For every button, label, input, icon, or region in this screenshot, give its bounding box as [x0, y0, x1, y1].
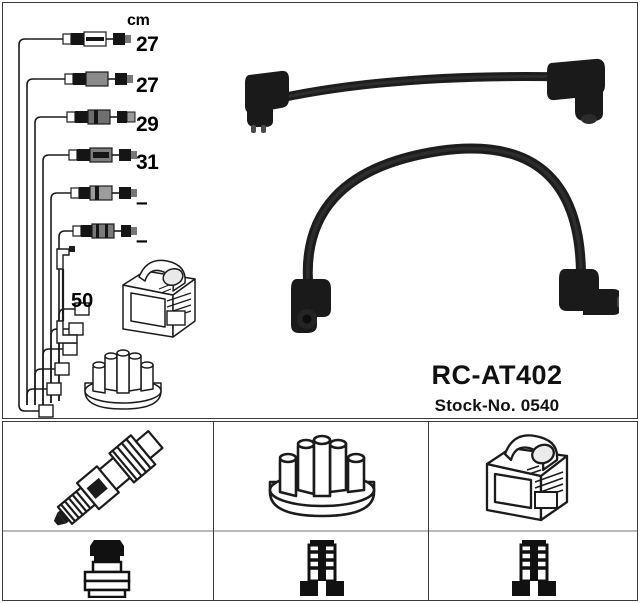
ignition-cable-photo-arched — [291, 143, 619, 333]
cell-divider — [214, 530, 428, 532]
coil-terminal-icon — [512, 540, 556, 596]
coil-lead-length: 50 — [71, 290, 94, 312]
ignition-coil-icon — [122, 259, 196, 338]
part-number: RC-AT402 — [431, 360, 563, 390]
ignition-cable-photo-straight — [245, 58, 605, 133]
distributor-cap-icon — [84, 349, 162, 410]
cell-divider — [429, 530, 637, 532]
cable-length-4: 31 — [136, 151, 159, 174]
unit-header: cm — [127, 12, 150, 29]
cell-divider — [3, 530, 213, 532]
cable-length-2: 27 — [136, 74, 159, 97]
main-diagram-panel: cm 27 27 29 31 – – 50 — [2, 2, 638, 419]
cable-length-6: – — [136, 229, 148, 252]
coil-lead-schematic — [56, 246, 78, 344]
cable-length-3: 29 — [136, 113, 159, 136]
cable-length-5: – — [136, 191, 148, 214]
ignition-coil-cell — [428, 421, 638, 601]
distributor-cap-cell — [213, 421, 429, 601]
distributor-terminal-icon — [300, 540, 344, 596]
ignition-coil-icon — [485, 434, 569, 522]
spark-plug-boot-terminal-icon — [83, 540, 131, 598]
spark-plug-cell — [2, 421, 214, 601]
cable-harness-schematic — [18, 31, 137, 418]
distributor-cap-icon — [268, 434, 376, 518]
stock-number: Stock-No. 0540 — [434, 396, 560, 415]
spark-plug-icon — [53, 430, 164, 526]
cable-length-1: 27 — [136, 33, 159, 56]
